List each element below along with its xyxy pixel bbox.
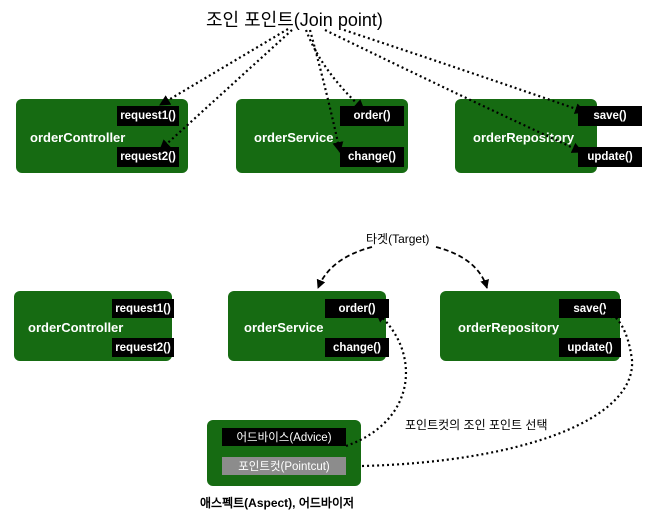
bottom-request2-method: request2() [112, 338, 174, 357]
advice-box: 어드바이스(Advice) [222, 428, 346, 446]
jp-arrow-request1 [159, 28, 289, 106]
top-request1-method: request1() [117, 106, 179, 126]
bottom-update-method: update() [559, 338, 621, 357]
top-order-method: order() [340, 106, 404, 126]
bottom-save-method: save() [559, 299, 621, 318]
pointcut-box: 포인트컷(Pointcut) [222, 457, 346, 475]
target-arrow-service [316, 246, 373, 289]
target-label: 타겟(Target) [366, 232, 430, 246]
bottom-change-method: change() [325, 338, 389, 357]
top-request2-method: request2() [117, 147, 179, 167]
jp-arrow-order [304, 29, 365, 111]
aspect-caption: 애스펙트(Aspect), 어드바이저 [200, 496, 355, 510]
top-change-method: change() [340, 147, 404, 167]
top-order-repository-label: orderRepository [473, 130, 575, 145]
join-point-title: 조인 포인트(Join point) [206, 10, 383, 30]
bottom-order-method: order() [325, 299, 389, 318]
target-arrow-repository [435, 246, 489, 289]
top-save-method: save() [578, 106, 642, 126]
top-order-repository-box: orderRepository [455, 99, 597, 173]
bottom-order-repository-label: orderRepository [458, 320, 560, 335]
bottom-order-controller-label: orderController [28, 320, 124, 335]
top-order-controller-label: orderController [30, 130, 126, 145]
bottom-request1-method: request1() [112, 299, 174, 318]
top-order-service-label: orderService [254, 130, 334, 145]
pointcut-selection-note: 포인트컷의 조인 포인트 선택 [405, 418, 548, 432]
bottom-order-service-label: orderService [244, 320, 324, 335]
top-update-method: update() [578, 147, 642, 167]
